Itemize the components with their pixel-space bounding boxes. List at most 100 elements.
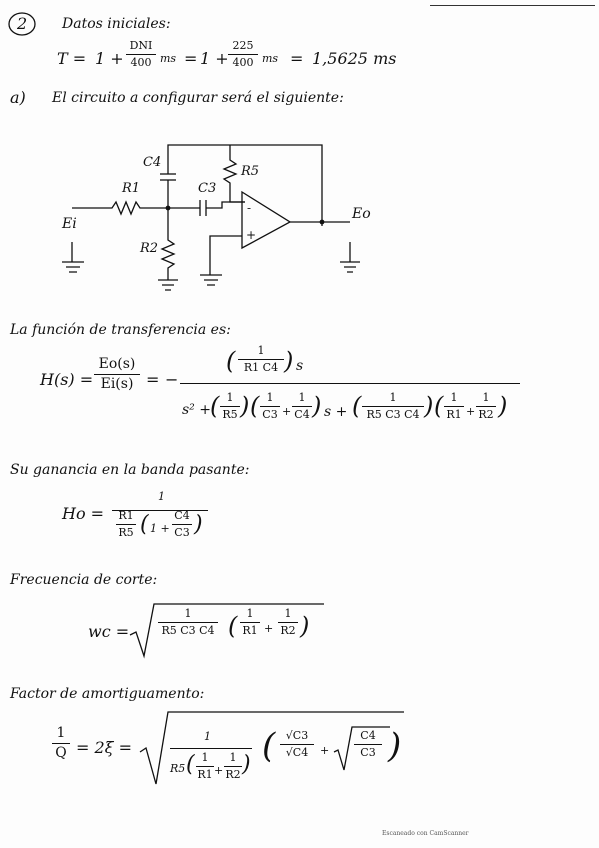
den-frac-c4: 1 C4	[292, 391, 312, 422]
cutoff-one-c: 1	[284, 607, 292, 620]
term2-unit: ms	[262, 52, 279, 65]
r1-label: R1	[121, 181, 140, 196]
section-heading: Datos iniciales:	[62, 16, 171, 32]
equals-1: =	[184, 49, 198, 68]
damping-q: Q	[55, 745, 67, 762]
den-c3: C3	[262, 408, 278, 422]
equals-2: =	[290, 49, 304, 68]
den-paren2-close: )	[312, 392, 322, 420]
term2-fraction: 225 400	[228, 39, 258, 70]
den-paren4-close: )	[498, 392, 508, 420]
den-paren2-open: (	[250, 392, 260, 420]
scanner-watermark: Escaneado con CamScanner	[382, 830, 469, 837]
damping-plus-a: +	[214, 764, 224, 777]
circled-number	[8, 12, 36, 36]
damping-sqrt-c3: √C3	[285, 729, 309, 742]
transfer-intro: La función de transferencia es:	[10, 322, 231, 338]
den-one-e: 1	[450, 391, 458, 404]
damping-sqrt-sign	[139, 711, 404, 785]
damping-equals: = 2ξ =	[76, 738, 132, 757]
den-plus-b: +	[466, 405, 476, 418]
damping-plus-b: +	[320, 744, 330, 757]
gain-r1: R1	[118, 509, 134, 522]
gain-ratio: R1 R5	[116, 509, 136, 540]
cutoff-paren-open: (	[228, 612, 238, 640]
cutoff-frac-r2: 1 R2	[278, 607, 298, 638]
gain-c-ratio: C4 C3	[172, 509, 192, 540]
cutoff-lhs: wc =	[88, 622, 130, 641]
damping-outer-paren-close: )	[388, 726, 402, 766]
cutoff-plus: +	[264, 622, 274, 635]
damping-inner-paren-close: )	[242, 752, 251, 777]
damping-one-c: 1	[229, 751, 237, 764]
term1-prefix: 1 +	[95, 49, 124, 68]
den-paren1-open: (	[210, 392, 220, 420]
den-one-c: 1	[298, 391, 306, 404]
term1-fraction: DNI 400	[126, 39, 156, 70]
gain-intro: Su ganancia en la banda pasante:	[10, 462, 250, 478]
cutoff-intro: Frecuencia de corte:	[10, 572, 158, 588]
circuit-diagram: C4 R5 R1 C3 R2 - + Eo Ei	[61, 144, 371, 291]
den-frac-r5: 1 R5	[220, 391, 240, 421]
damping-frac-sqrt: √C3 √C4	[280, 729, 314, 759]
den-frac-c3: 1 C3	[260, 391, 280, 422]
damping-num-one: 1	[204, 730, 211, 743]
term1-numerator: DNI	[129, 39, 153, 52]
r5-label: R5	[240, 164, 259, 179]
den-r5c3c4: R5 C3 C4	[366, 408, 420, 422]
damping-outer-paren-open: (	[262, 726, 276, 766]
cutoff-one: 1	[184, 607, 192, 620]
gain-lhs: Ho =	[62, 504, 105, 523]
eo-label: Eo	[351, 206, 371, 222]
c4-label: C4	[143, 155, 161, 170]
den-one-d: 1	[389, 391, 397, 404]
damping-frac-c: C4 C3	[354, 729, 382, 759]
num-one: 1	[257, 344, 265, 357]
den-s-plus: s +	[324, 404, 348, 420]
eo-s: Eo(s)	[98, 356, 136, 372]
cutoff-paren-close: )	[300, 612, 310, 640]
damping-one: 1	[56, 725, 66, 741]
damping-main-bar	[170, 748, 252, 749]
period-result: 1,5625 ms	[312, 49, 397, 68]
term2-denominator: 400	[232, 56, 254, 70]
den-frac-r5c3c4: 1 R5 C3 C4	[362, 391, 424, 422]
transfer-lhs-fraction: Eo(s) Ei(s)	[94, 356, 140, 393]
den-plus-a: +	[282, 405, 292, 418]
den-r1: R1	[446, 408, 462, 422]
den-paren3-open: (	[352, 392, 362, 420]
section-number: 2	[17, 14, 28, 33]
r2-label: R2	[139, 241, 158, 256]
den-paren4-open: (	[434, 392, 444, 420]
term1-unit: ms	[160, 52, 177, 65]
gain-c4: C4	[174, 509, 190, 522]
den-r2: R2	[478, 408, 494, 422]
cutoff-fraction: 1 R5 C3 C4	[158, 607, 218, 637]
transfer-lhs: H(s) =	[40, 370, 94, 389]
den-one-a: 1	[226, 391, 234, 404]
gain-c3: C3	[174, 526, 190, 540]
numerator-paren-open: (	[226, 347, 236, 375]
den-frac-r1: 1 R1	[444, 391, 464, 422]
damping-frac-r1: 1 R1	[196, 751, 214, 781]
damping-inner-sqrt	[333, 726, 390, 771]
term1-denominator: 400	[130, 56, 152, 70]
cutoff-sqrt-sign	[129, 603, 324, 659]
cutoff-r2: R2	[280, 624, 296, 638]
cutoff-frac-r1: 1 R1	[240, 607, 260, 637]
ei-label: Ei	[61, 216, 77, 232]
term2-prefix: 1 +	[200, 49, 229, 68]
damping-one-b: 1	[201, 751, 209, 764]
den-s2: s² +	[182, 402, 211, 418]
opamp-plus: +	[246, 228, 256, 242]
gain-r5: R5	[118, 526, 134, 540]
damping-r5: R5	[170, 762, 186, 775]
transfer-equals: =	[146, 370, 160, 389]
den-one-b: 1	[266, 391, 274, 404]
damping-intro: Factor de amortiguamento:	[10, 686, 205, 702]
den-c4: C4	[294, 408, 310, 422]
den-one-f: 1	[482, 391, 490, 404]
damping-r2: R2	[225, 768, 241, 782]
numerator-s: s	[296, 358, 304, 374]
